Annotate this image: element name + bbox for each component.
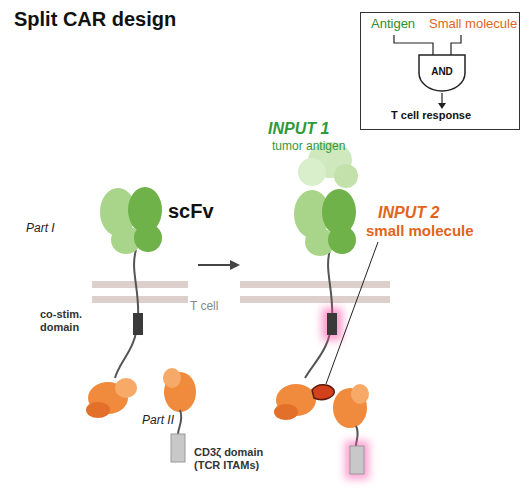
input-label: Small molecule — [429, 17, 517, 32]
transition-arrow — [198, 260, 240, 270]
input-text: tumor antigen — [272, 140, 345, 154]
domain-label: scFv — [168, 200, 214, 223]
cell-label: T cell — [190, 300, 218, 314]
part-label: Part I — [26, 222, 55, 236]
logic-box: Antigen Small molecule T cell response AND — [360, 12, 520, 130]
active-car — [274, 142, 378, 479]
part-one — [86, 187, 162, 418]
input-label: Antigen — [371, 17, 415, 32]
output-label: T cell response — [391, 109, 471, 122]
input-text: small molecule — [366, 222, 474, 239]
title: Split CAR design — [14, 8, 176, 31]
and-gate: AND — [417, 53, 467, 93]
domain-label: co-stim. domain — [40, 308, 100, 333]
domain-label: CD3ζ domain (TCR ITAMs) — [194, 446, 289, 471]
gate-text: AND — [417, 66, 467, 78]
input-label: INPUT 2 — [378, 204, 439, 222]
part-label: Part II — [142, 414, 174, 428]
input-label: INPUT 1 — [268, 120, 329, 138]
